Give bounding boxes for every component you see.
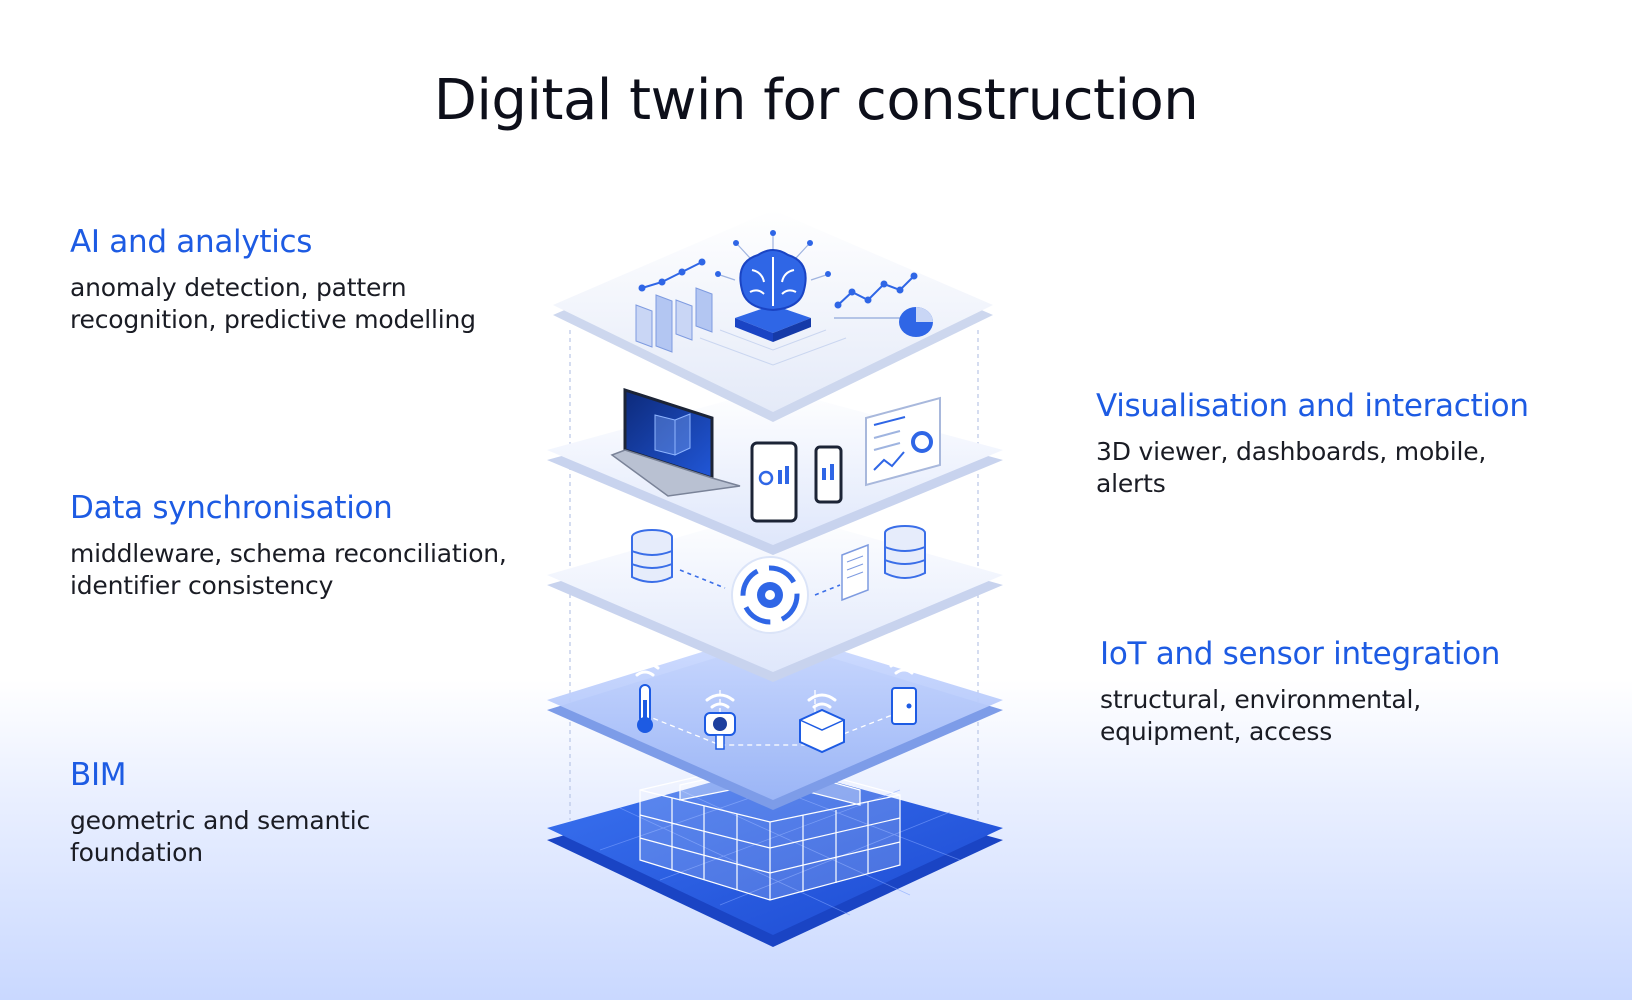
- visualisation-layer: [547, 387, 1003, 555]
- pie-chart-icon: [899, 307, 933, 337]
- bim-label: BIM geometric and semantic foundation: [70, 757, 370, 869]
- access-door-icon: [891, 687, 917, 725]
- tablet-icon: [750, 441, 798, 523]
- ai-analytics-desc-line-2: recognition, predictive modelling: [70, 305, 476, 334]
- visualisation-desc-line-2: alerts: [1096, 469, 1166, 498]
- database-icon: [631, 529, 673, 583]
- page-title: Digital twin for construction: [433, 68, 1199, 133]
- iot-title: IoT and sensor integration: [1100, 636, 1501, 672]
- bim-desc-line-2: foundation: [70, 838, 203, 867]
- thermometer-icon: [637, 684, 653, 733]
- visualisation-desc-line-1: 3D viewer, dashboards, mobile,: [1096, 437, 1487, 466]
- visualisation-title: Visualisation and interaction: [1096, 388, 1529, 424]
- brain-chip-icon: [715, 230, 831, 342]
- iot-desc-line-1: structural, environmental,: [1100, 685, 1422, 714]
- bar-chart-icon: [635, 258, 713, 353]
- bim-desc-line-1: geometric and semantic: [70, 806, 370, 835]
- sync-gear-icon: [731, 556, 809, 634]
- iot-label: IoT and sensor integration structural, e…: [1100, 636, 1500, 748]
- iot-layer: [547, 630, 1003, 810]
- visualisation-label: Visualisation and interaction 3D viewer,…: [1096, 388, 1529, 500]
- laptop-icon: [610, 387, 741, 497]
- data-sync-desc-line-2: identifier consistency: [70, 571, 334, 600]
- ai-layer: [553, 210, 993, 422]
- bim-title: BIM: [70, 757, 127, 793]
- line-chart-icon: [834, 272, 918, 319]
- data-sync-desc-line-1: middleware, schema reconciliation,: [70, 539, 507, 568]
- camera-icon: [704, 712, 736, 750]
- ai-analytics-desc-line-1: anomaly detection, pattern: [70, 273, 407, 302]
- ai-analytics-title: AI and analytics: [70, 224, 313, 260]
- ai-analytics-label: AI and analytics anomaly detection, patt…: [70, 224, 476, 336]
- document-icon: [841, 543, 869, 602]
- phone-icon: [814, 445, 843, 504]
- sensor-hub-icon: [799, 708, 845, 754]
- data-sync-label: Data synchronisation middleware, schema …: [70, 490, 507, 602]
- data-sync-layer: [547, 510, 1003, 682]
- data-sync-title: Data synchronisation: [70, 490, 393, 526]
- database-icon: [884, 525, 926, 579]
- iot-desc-line-2: equipment, access: [1100, 717, 1333, 746]
- dashboard-icon: [865, 396, 941, 487]
- wifi-icon: [630, 659, 919, 709]
